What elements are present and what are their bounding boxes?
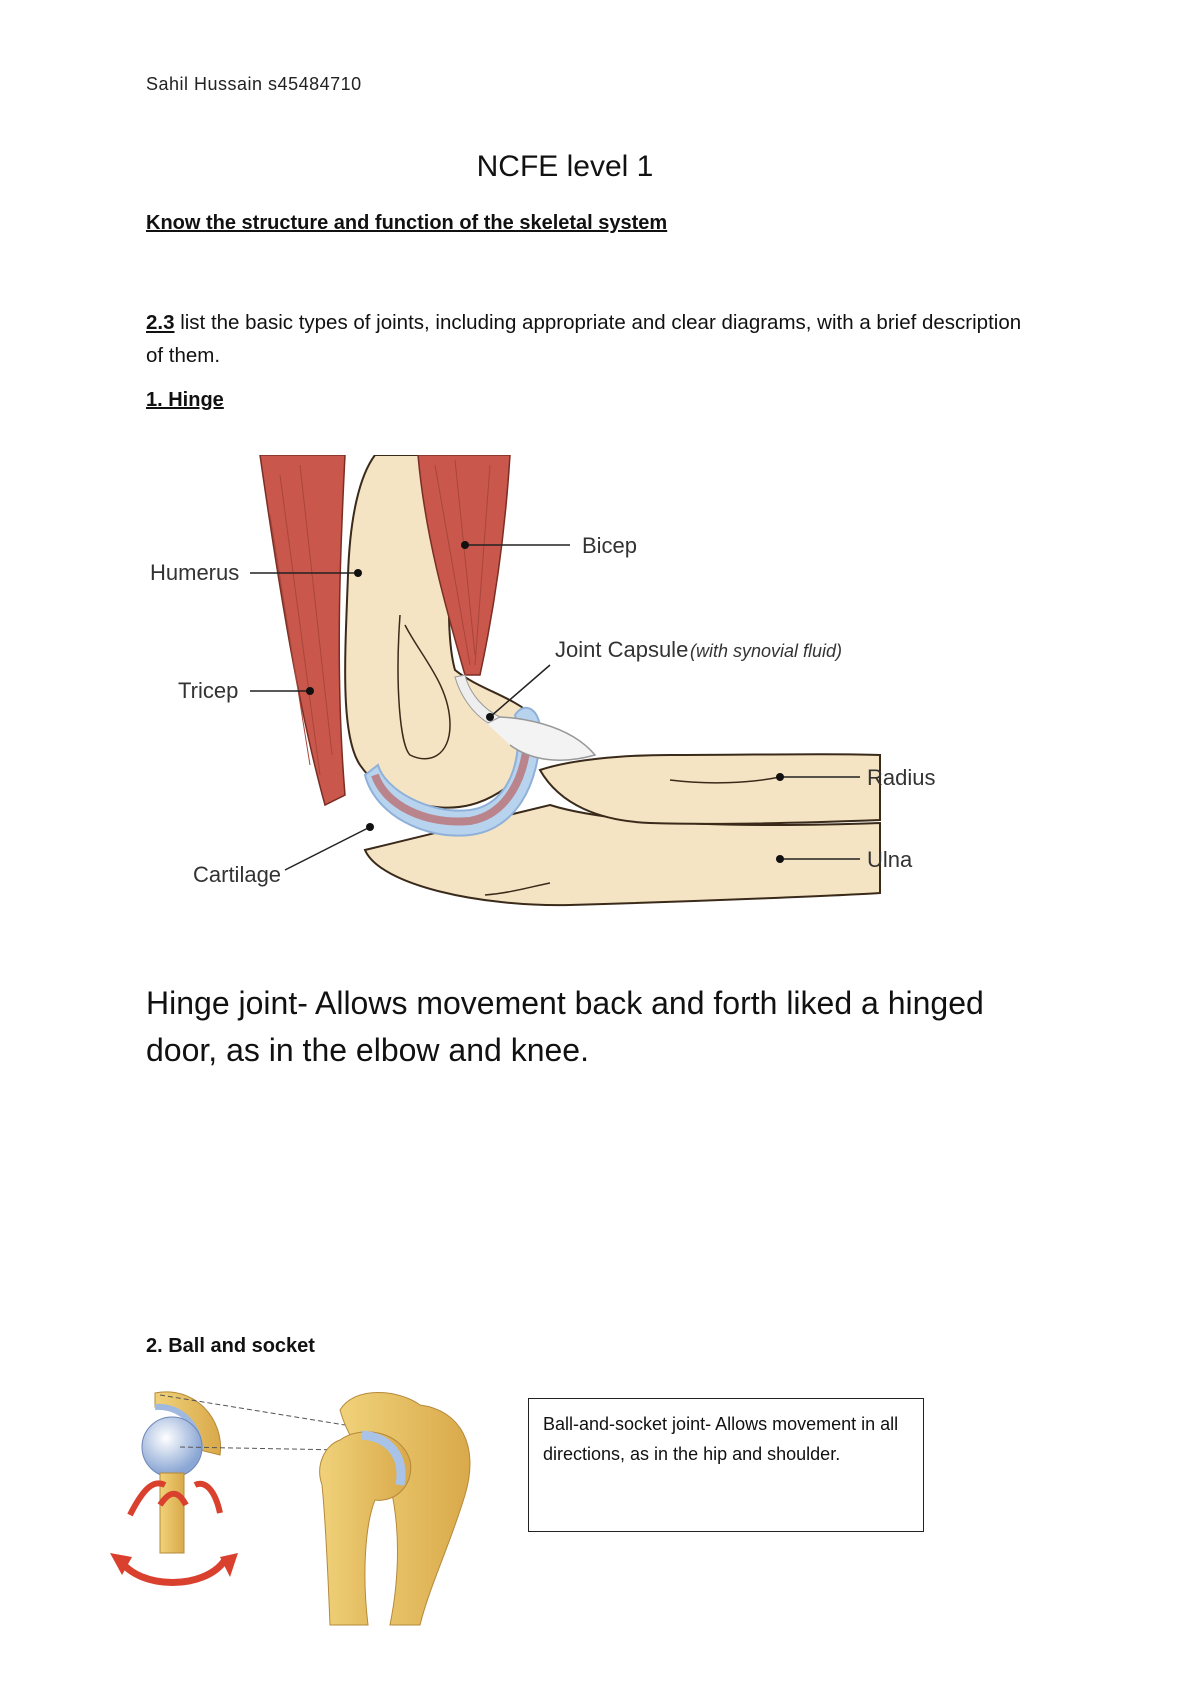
hinge-description: Hinge joint- Allows movement back and fo…	[146, 985, 984, 1068]
cartilage-label: Cartilage	[193, 862, 281, 887]
question: 2.3 list the basic types of joints, incl…	[146, 306, 1026, 372]
ball-socket-illustration	[110, 1391, 471, 1626]
ball-socket-heading: 2. Ball and socket	[146, 1335, 315, 1357]
bicep-label: Bicep	[582, 533, 637, 558]
ball-socket-description: Ball-and-socket joint- Allows movement i…	[528, 1398, 924, 1532]
radius-label: Radius	[867, 765, 935, 790]
author-line: Sahil Hussain s45484710	[146, 74, 362, 94]
section-subtitle: Know the structure and function of the s…	[146, 212, 668, 234]
joint-capsule-label: Joint Capsule	[555, 637, 688, 662]
hinge-heading: 1. Hinge	[146, 389, 224, 411]
tricep-label: Tricep	[178, 678, 238, 703]
question-number: 2.3	[146, 311, 175, 334]
humerus-label: Humerus	[150, 560, 239, 585]
joint-capsule-note: (with synovial fluid)	[690, 641, 842, 661]
ulna-label: Ulna	[867, 847, 913, 872]
joint-capsule	[363, 706, 542, 837]
glenoid-cartilage	[361, 1430, 406, 1486]
radius-bone	[538, 753, 881, 825]
rotation-arrow	[117, 1557, 228, 1586]
cartilage	[371, 724, 532, 826]
elbow-hinge-diagram: Humerus Tricep Cartilage Bicep Joint Cap…	[150, 455, 935, 907]
question-text: list the basic types of joints, includin…	[146, 311, 1022, 367]
tricep-muscle	[259, 455, 346, 807]
document-title: NCFE level 1	[476, 150, 654, 183]
humerus-head	[319, 1431, 412, 1626]
